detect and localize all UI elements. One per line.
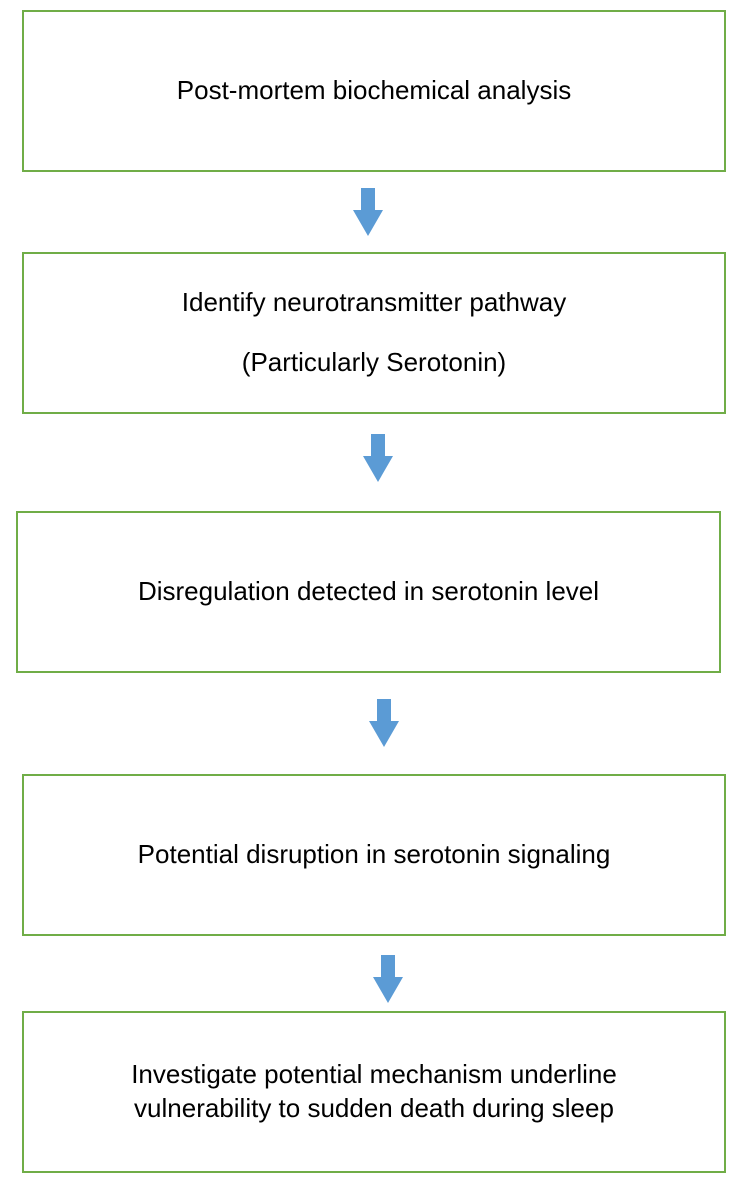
flow-step-2: Identify neurotransmitter pathway (Parti… bbox=[22, 252, 726, 414]
down-arrow-icon bbox=[373, 955, 403, 1003]
flow-step-5-text-line-1: Investigate potential mechanism underlin… bbox=[131, 1059, 617, 1090]
flow-step-2-text-line-2: (Particularly Serotonin) bbox=[241, 347, 507, 377]
flow-step-4: Potential disruption in serotonin signal… bbox=[22, 774, 726, 936]
down-arrow-icon bbox=[363, 434, 393, 482]
flow-step-3-text: Disregulation detected in serotonin leve… bbox=[137, 576, 600, 607]
flow-step-5-text-line-2: vulnerability to sudden death during sle… bbox=[134, 1093, 614, 1123]
flow-step-1: Post-mortem biochemical analysis bbox=[22, 10, 726, 172]
flow-step-1-text: Post-mortem biochemical analysis bbox=[176, 75, 572, 106]
flow-step-4-text: Potential disruption in serotonin signal… bbox=[137, 839, 611, 870]
flow-step-3: Disregulation detected in serotonin leve… bbox=[16, 511, 721, 673]
flow-step-5: Investigate potential mechanism underlin… bbox=[22, 1011, 726, 1173]
down-arrow-icon bbox=[353, 188, 383, 236]
down-arrow-icon bbox=[369, 699, 399, 747]
flow-step-2-text-line-1: Identify neurotransmitter pathway bbox=[181, 287, 567, 318]
